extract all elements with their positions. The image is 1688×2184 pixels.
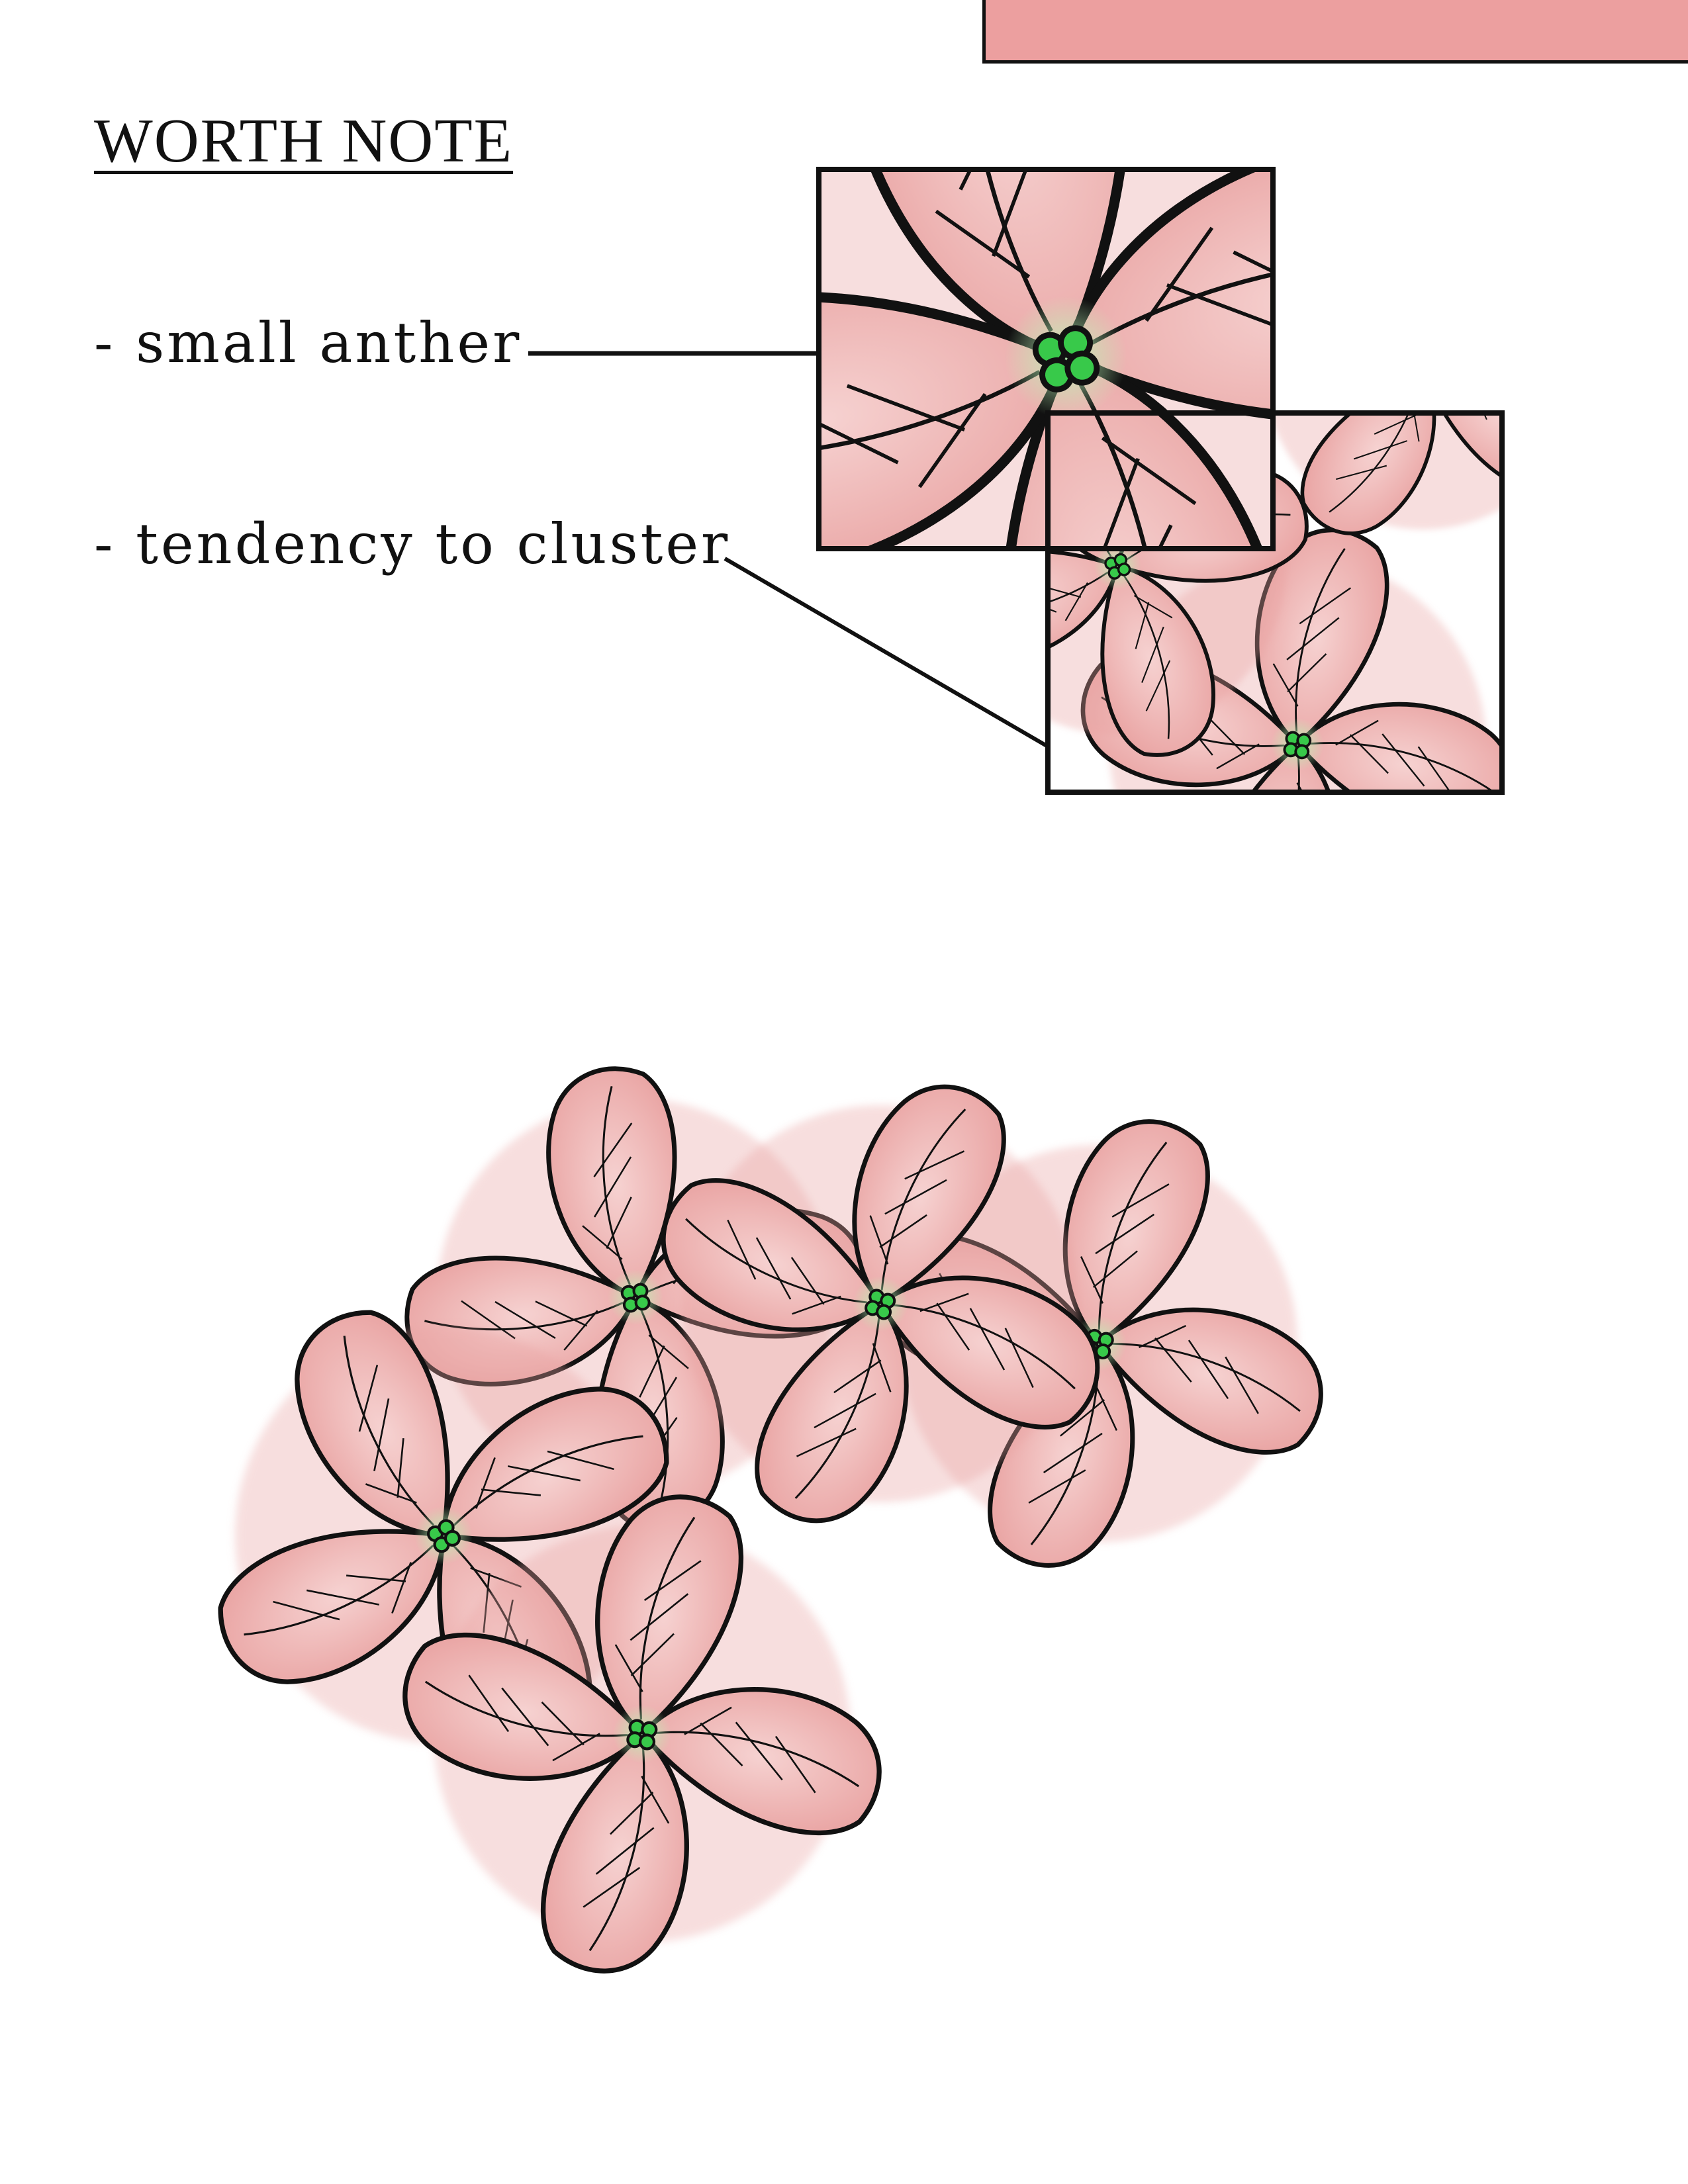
magnified-anther-inset [816, 167, 1276, 551]
leader-line-cluster [724, 557, 1049, 749]
note-tendency-to-cluster: - tendency to cluster [94, 512, 731, 576]
page-heading: WORTH NOTE [94, 107, 514, 175]
corner-accent-bar [982, 0, 1688, 64]
note-small-anther: - small anther [94, 310, 522, 375]
hydrangea-cluster-illustration [114, 1009, 1380, 2013]
